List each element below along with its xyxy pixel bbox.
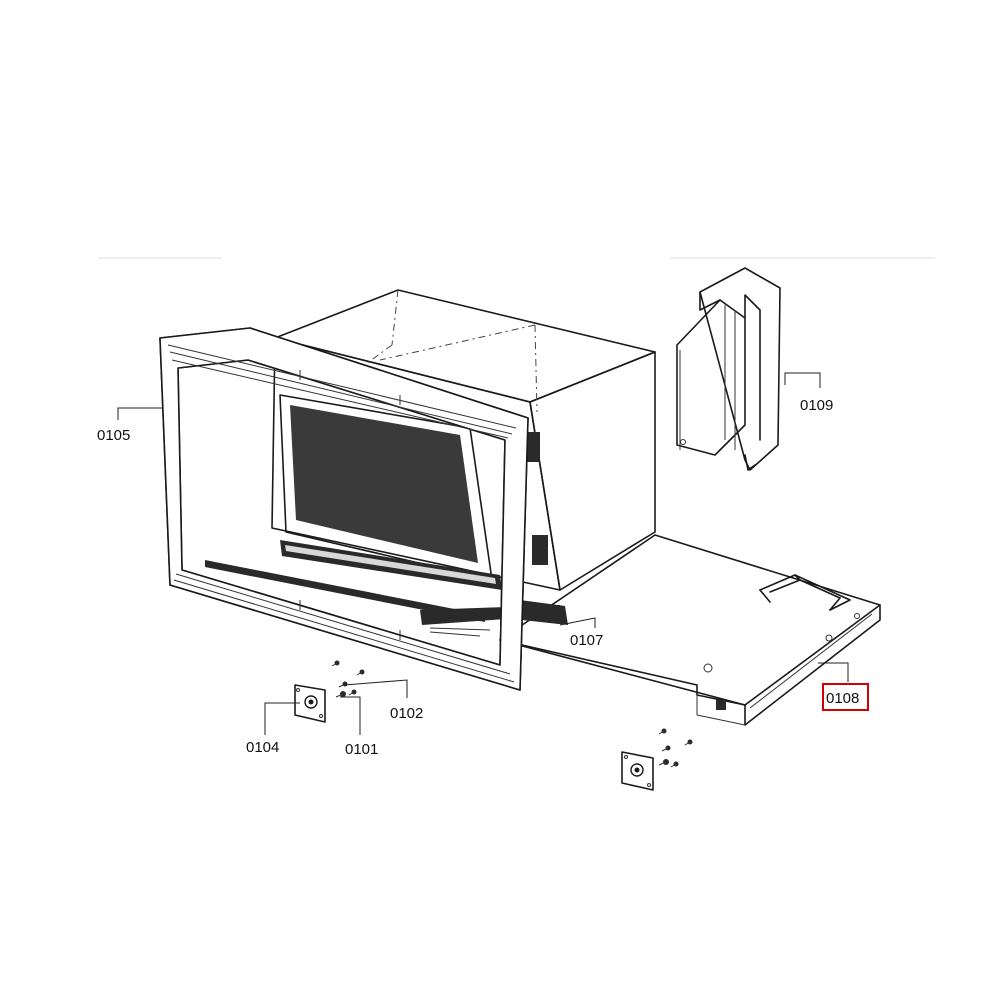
- oven-body: [271, 289, 656, 637]
- label-0101: 0101: [345, 741, 378, 758]
- label-0109: 0109: [800, 397, 833, 414]
- label-0102: 0102: [390, 705, 423, 722]
- leader-lines: [117, 372, 849, 735]
- screws-left: [331, 660, 365, 698]
- label-0108: 0108: [826, 690, 859, 707]
- mount-plate-left: [294, 684, 326, 723]
- highlight-box-0108: [822, 683, 869, 711]
- trim-frame-0105: [159, 327, 529, 691]
- base-bracket: [759, 574, 851, 611]
- label-0107: 0107: [570, 632, 603, 649]
- screws-right: [658, 728, 693, 768]
- label-0104: 0104: [246, 739, 279, 756]
- mount-plate-right: [621, 751, 654, 791]
- label-0105: 0105: [97, 427, 130, 444]
- bracket-0109: [676, 267, 781, 471]
- base-plate-0108: [499, 534, 881, 726]
